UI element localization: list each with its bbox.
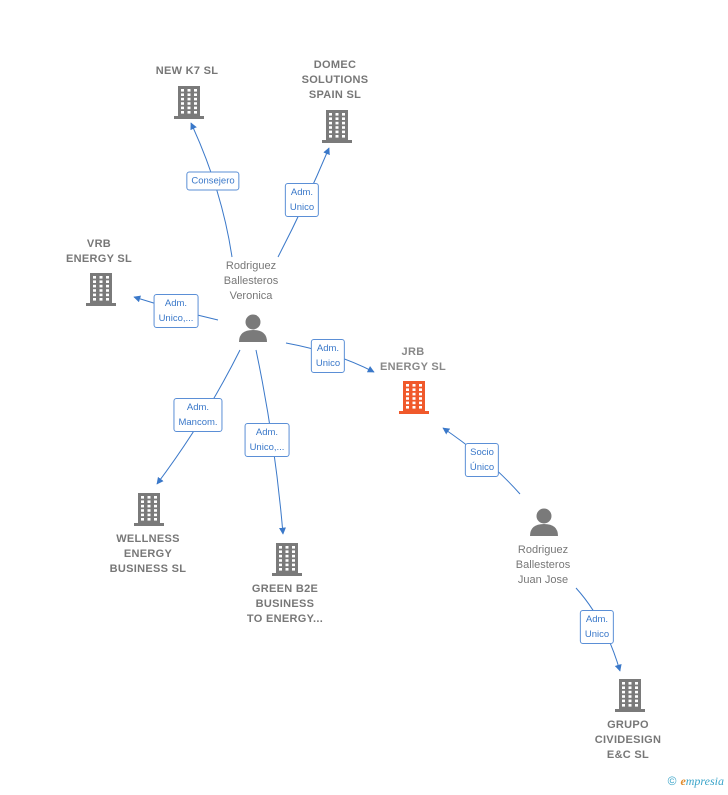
edge-label-adm-mancom-line: Mancom. bbox=[178, 417, 218, 428]
edge-label-adm-unico-domec[interactable]: Adm. Unico bbox=[284, 183, 320, 217]
edge-label-adm-unico-vrb[interactable]: Adm. Unico,... bbox=[153, 294, 199, 328]
node-label-wellness-line: WELLNESS bbox=[116, 533, 180, 545]
edge-label-adm-mancom-line: Adm. bbox=[186, 402, 210, 413]
edge-label-consejero-line: Consejero bbox=[191, 175, 235, 187]
building-icon-jrb[interactable] bbox=[399, 381, 429, 414]
edge-label-socio-unico-line: Único bbox=[469, 462, 495, 473]
edge-label-adm-unico-green-line: Adm. bbox=[255, 427, 279, 438]
node-label-vrb-line: ENERGY SL bbox=[65, 253, 133, 265]
edge-label-adm-unico-jrb-line: Adm. bbox=[316, 343, 340, 354]
node-label-jrb-line: JRB bbox=[401, 346, 425, 358]
node-label-vrb[interactable]: VRB ENERGY SL bbox=[66, 237, 132, 267]
node-label-juanjose-line: Rodriguez bbox=[517, 544, 569, 556]
edge-label-adm-unico-jrb[interactable]: Adm. Unico bbox=[310, 339, 346, 373]
node-label-grupo-line: GRUPO bbox=[607, 719, 649, 731]
node-label-juanjose-line: Juan Jose bbox=[517, 574, 569, 586]
node-label-wellness-line: ENERGY bbox=[123, 548, 173, 560]
node-label-vrb-line: VRB bbox=[86, 238, 112, 250]
edge-label-adm-unico-grupo-line: Adm. bbox=[585, 614, 609, 625]
edge-label-socio-unico-line: Socio bbox=[470, 447, 494, 458]
node-label-jrb-line: ENERGY SL bbox=[379, 361, 447, 373]
building-icon-green[interactable] bbox=[272, 543, 302, 576]
edge-label-adm-unico-green-line: Unico,... bbox=[249, 442, 285, 453]
node-label-veronica-line: Rodriguez bbox=[225, 260, 277, 272]
edge-label-adm-unico-green[interactable]: Adm. Unico,... bbox=[244, 423, 290, 457]
node-label-green[interactable]: GREEN B2E BUSINESS TO ENERGY... bbox=[247, 582, 323, 627]
edge-label-adm-unico-jrb-line: Unico bbox=[315, 358, 341, 369]
building-icon-new-k7[interactable] bbox=[174, 86, 204, 119]
building-icon-vrb[interactable] bbox=[86, 273, 116, 306]
node-label-green-line: BUSINESS bbox=[255, 598, 315, 610]
node-label-new-k7-line: NEW K7 SL bbox=[155, 65, 219, 77]
edge-label-adm-unico-vrb-line: Unico,... bbox=[158, 313, 194, 324]
brand-name: mpresia bbox=[685, 774, 724, 788]
node-label-domec-line: SOLUTIONS bbox=[301, 74, 369, 86]
node-label-jrb[interactable]: JRB ENERGY SL bbox=[380, 345, 446, 375]
footer-brand: ©empresia bbox=[668, 774, 724, 789]
person-icon-juanjose[interactable] bbox=[530, 508, 558, 537]
edge-label-adm-unico-domec-line: Unico bbox=[289, 202, 315, 213]
building-icon-domec[interactable] bbox=[322, 110, 352, 143]
node-label-grupo-line: CIVIDESIGN bbox=[594, 734, 662, 746]
node-label-veronica-line: Ballesteros bbox=[223, 275, 279, 287]
node-label-domec-line: DOMEC bbox=[313, 59, 357, 71]
node-label-wellness-line: BUSINESS SL bbox=[109, 563, 187, 575]
building-icon-grupo[interactable] bbox=[615, 679, 645, 712]
node-label-grupo-line: E&C SL bbox=[606, 749, 650, 761]
building-icon-wellness[interactable] bbox=[134, 493, 164, 526]
node-label-juanjose-line: Ballesteros bbox=[515, 559, 571, 571]
edges-layer bbox=[133, 122, 622, 672]
node-label-green-line: TO ENERGY... bbox=[246, 613, 324, 625]
icons-layer bbox=[86, 86, 645, 712]
edge-label-adm-unico-grupo-line: Unico bbox=[584, 629, 610, 640]
edge-label-adm-unico-grupo[interactable]: Adm. Unico bbox=[579, 610, 615, 644]
edge-label-adm-unico-domec-line: Adm. bbox=[290, 187, 314, 198]
node-label-grupo[interactable]: GRUPO CIVIDESIGN E&C SL bbox=[595, 718, 662, 763]
copyright-icon: © bbox=[667, 774, 677, 788]
person-icon-veronica[interactable] bbox=[239, 314, 267, 343]
node-label-veronica-line: Veronica bbox=[229, 290, 273, 302]
edge-label-consejero[interactable]: Consejero bbox=[186, 171, 240, 191]
brand-initial: e bbox=[680, 774, 686, 788]
node-label-domec[interactable]: DOMEC SOLUTIONS SPAIN SL bbox=[302, 58, 369, 103]
node-label-domec-line: SPAIN SL bbox=[308, 89, 362, 101]
node-label-new-k7[interactable]: NEW K7 SL bbox=[156, 64, 219, 79]
edge-label-adm-mancom[interactable]: Adm. Mancom. bbox=[173, 398, 223, 432]
node-label-wellness[interactable]: WELLNESS ENERGY BUSINESS SL bbox=[110, 532, 187, 577]
edge-label-adm-unico-vrb-line: Adm. bbox=[164, 298, 188, 309]
node-label-green-line: GREEN B2E bbox=[251, 583, 319, 595]
